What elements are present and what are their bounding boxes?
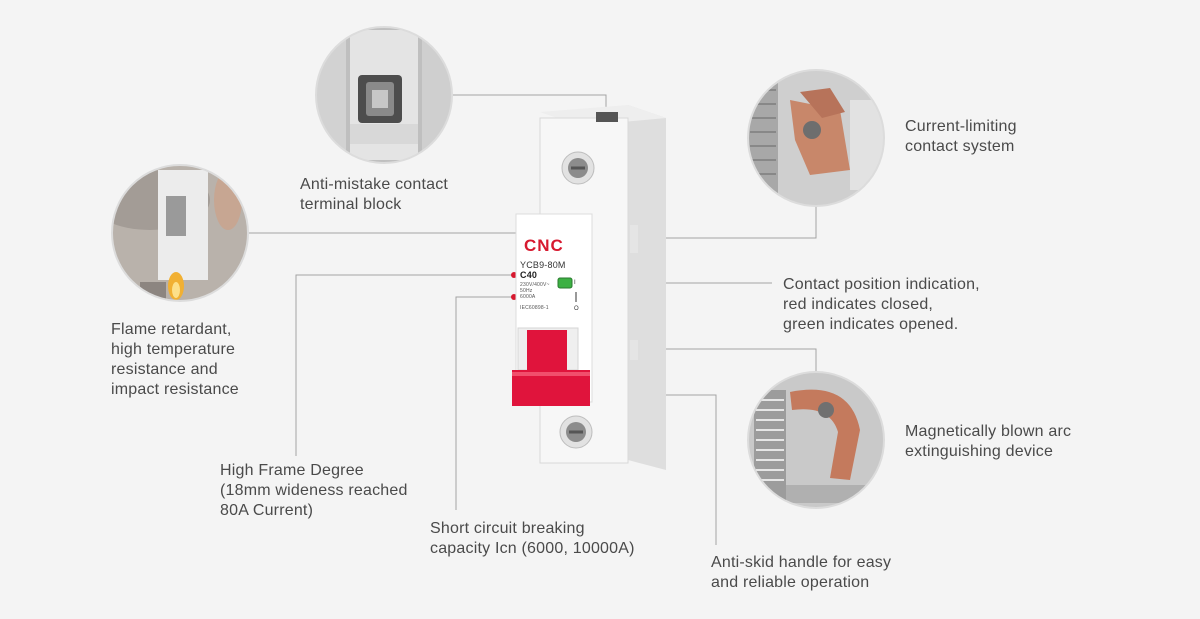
callout-line: 80A Current): [220, 502, 314, 519]
callout-line: red indicates closed,: [783, 296, 934, 313]
callout-line: contact system: [905, 138, 1015, 155]
callout-line: resistance and: [111, 361, 218, 378]
spec-frequency: 50Hz: [520, 288, 533, 294]
callout-frame-degree: High Frame Degree (18mm wideness reached…: [220, 461, 408, 521]
toggle-handle-base: [512, 370, 590, 406]
callout-line: High Frame Degree: [220, 462, 364, 479]
callout-anti-mistake: Anti-mistake contact terminal block: [300, 175, 448, 215]
spec-standard: IEC60898-1: [520, 305, 549, 311]
current-limiting-detail-image: [748, 70, 884, 206]
callout-line: Contact position indication,: [783, 276, 980, 293]
spec-voltage: 230V/400V~: [520, 282, 550, 288]
terminal-block-detail-image: [316, 27, 452, 163]
marker-anti-mistake: [603, 118, 609, 124]
callout-current-limiting: Current-limiting contact system: [905, 117, 1017, 157]
toggle-handle: [527, 330, 567, 372]
marker-current-limiting: [633, 235, 639, 241]
spec-capacity: 6000A: [520, 294, 536, 300]
leader-short-circuit: [455, 296, 514, 510]
callout-line: capacity Icn (6000, 10000A): [430, 540, 635, 557]
callout-line: and reliable operation: [711, 574, 870, 591]
arc-extinguishing-detail-image: [748, 372, 884, 508]
top-terminal-slot: [596, 112, 618, 122]
leader-frame: [295, 274, 514, 456]
model-label: YCB9-80M: [520, 260, 566, 270]
callout-anti-skid: Anti-skid handle for easy and reliable o…: [711, 553, 891, 593]
callout-line: terminal block: [300, 196, 402, 213]
marking-off: O: [574, 306, 579, 312]
callout-line: green indicates opened.: [783, 316, 959, 333]
marker-magnetic: [625, 346, 631, 352]
brand-logo: CNC: [524, 236, 564, 255]
indicator-window: [557, 277, 573, 289]
callout-short-circuit: Short circuit breaking capacity Icn (600…: [430, 519, 635, 559]
callout-line: Flame retardant,: [111, 321, 232, 338]
flame-test-detail-image: [112, 165, 248, 301]
callout-flame-retardant: Flame retardant, high temperature resist…: [111, 320, 239, 400]
callout-line: high temperature: [111, 341, 236, 358]
leader-current-limiting: [636, 178, 817, 239]
callout-line: impact resistance: [111, 381, 239, 398]
marker-frame: [511, 272, 517, 278]
callout-line: Current-limiting: [905, 118, 1017, 135]
bottom-terminal-screw: [559, 415, 593, 449]
callout-line: Short circuit breaking: [430, 520, 585, 537]
callout-line: (18mm wideness reached: [220, 482, 408, 499]
top-terminal-screw: [561, 151, 595, 185]
callout-line: Anti-mistake contact: [300, 176, 449, 193]
leader-magnetic: [628, 348, 817, 392]
marking-on: I: [574, 280, 576, 286]
leader-anti-mistake: [448, 94, 607, 118]
marker-short-circuit: [511, 294, 517, 300]
callout-magnetic-arc: Magnetically blown arc extinguishing dev…: [905, 422, 1071, 462]
callout-contact-position: Contact position indication, red indicat…: [783, 275, 980, 335]
callout-line: Magnetically blown arc: [905, 423, 1072, 440]
rating-label: C40: [520, 270, 538, 280]
handle-guard: [517, 327, 579, 371]
callout-line: Anti-skid handle for easy: [711, 554, 892, 571]
callout-line: extinguishing device: [905, 443, 1054, 460]
breaker-body: [539, 117, 629, 464]
